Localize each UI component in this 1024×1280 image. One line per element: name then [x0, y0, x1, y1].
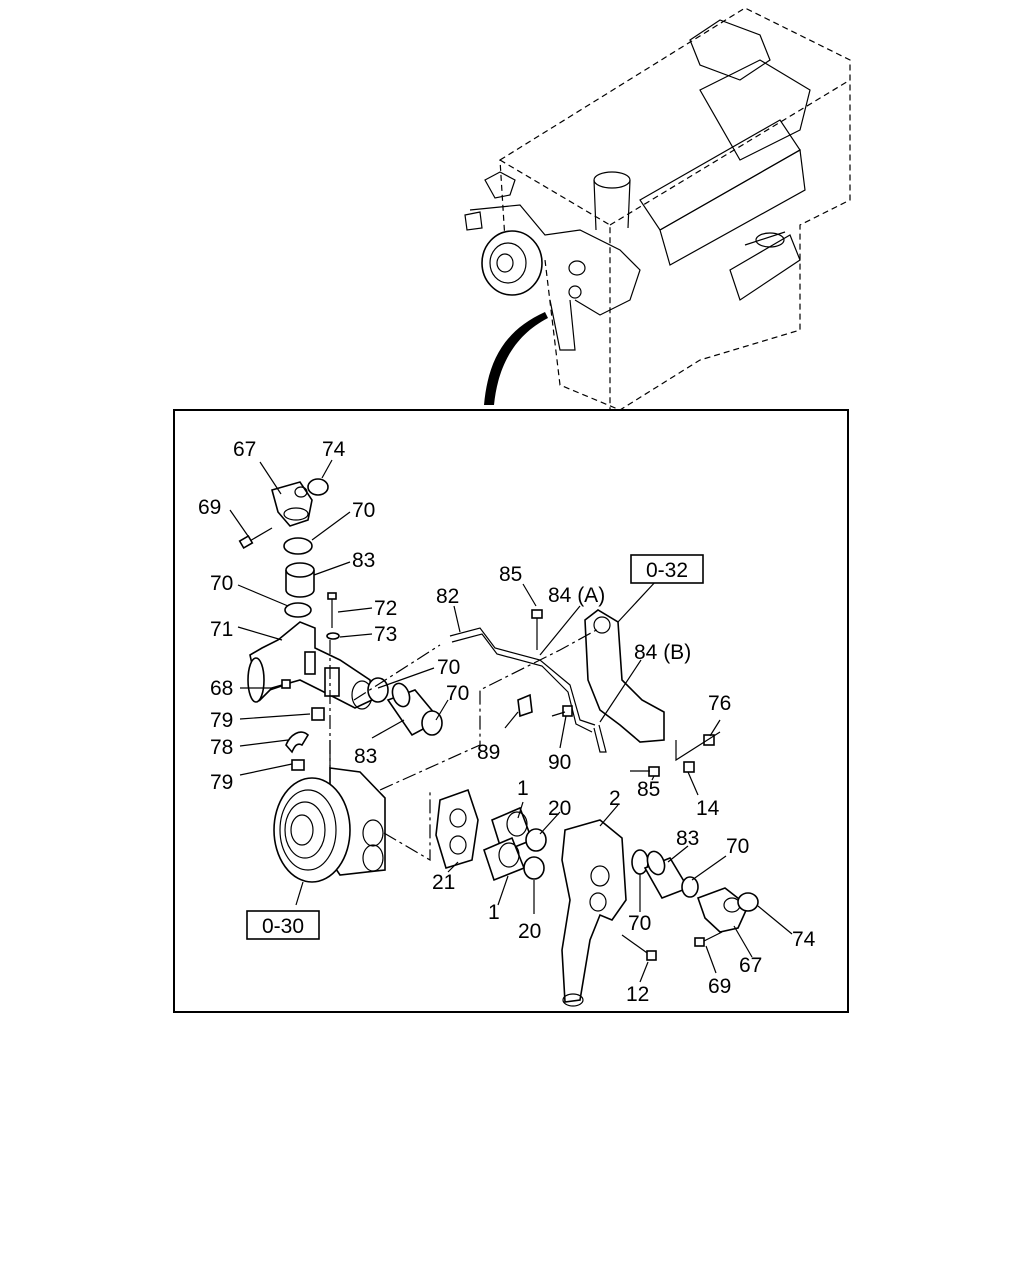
callout-70: 70 — [446, 682, 469, 705]
callout-70: 70 — [352, 499, 375, 522]
reference-box-0-30[interactable]: 0-30 — [246, 910, 320, 940]
callout-68: 68 — [210, 677, 233, 700]
callout-79: 79 — [210, 709, 233, 732]
callout-67: 67 — [233, 438, 256, 461]
callout-83: 83 — [352, 549, 375, 572]
reference-label-0-30: 0-30 — [262, 915, 304, 938]
callout-1: 1 — [488, 901, 500, 924]
reference-label-0-32: 0-32 — [646, 559, 688, 582]
callout-1: 1 — [517, 777, 529, 800]
callout-90: 90 — [548, 751, 571, 774]
callout-70: 70 — [210, 572, 233, 595]
callout-2: 2 — [609, 787, 621, 810]
callout-69: 69 — [198, 496, 221, 519]
callout-84-b: 84 (B) — [634, 641, 691, 664]
callouts: 67 74 69 70 83 70 72 73 71 82 85 84 (A) … — [198, 438, 816, 1006]
callout-14: 14 — [696, 797, 720, 820]
callout-79: 79 — [210, 771, 233, 794]
callout-21: 21 — [432, 871, 455, 894]
callout-20: 20 — [548, 797, 571, 820]
callout-85: 85 — [637, 778, 660, 801]
callout-76: 76 — [708, 692, 731, 715]
callout-74: 74 — [792, 928, 816, 951]
callout-85: 85 — [499, 563, 522, 586]
callout-67: 67 — [739, 954, 762, 977]
callout-72: 72 — [374, 597, 397, 620]
callout-84-a: 84 (A) — [548, 584, 605, 607]
callout-83: 83 — [354, 745, 377, 768]
callout-71: 71 — [210, 618, 233, 641]
callout-69: 69 — [708, 975, 731, 998]
callout-70: 70 — [628, 912, 651, 935]
reference-box-0-32[interactable]: 0-32 — [630, 554, 704, 584]
parts-drawing — [238, 478, 759, 1007]
callout-73: 73 — [374, 623, 397, 646]
engine-overview — [464, 7, 851, 411]
callout-74: 74 — [322, 438, 346, 461]
callout-20: 20 — [518, 920, 541, 943]
leader-lines — [229, 459, 793, 983]
detail-frame — [173, 409, 849, 1013]
alignment-lines — [329, 627, 601, 862]
callout-89: 89 — [477, 741, 500, 764]
callout-70: 70 — [726, 835, 749, 858]
callout-82: 82 — [436, 585, 459, 608]
callout-78: 78 — [210, 736, 233, 759]
callout-12: 12 — [626, 983, 649, 1006]
callout-83: 83 — [676, 827, 699, 850]
callout-70: 70 — [437, 656, 460, 679]
